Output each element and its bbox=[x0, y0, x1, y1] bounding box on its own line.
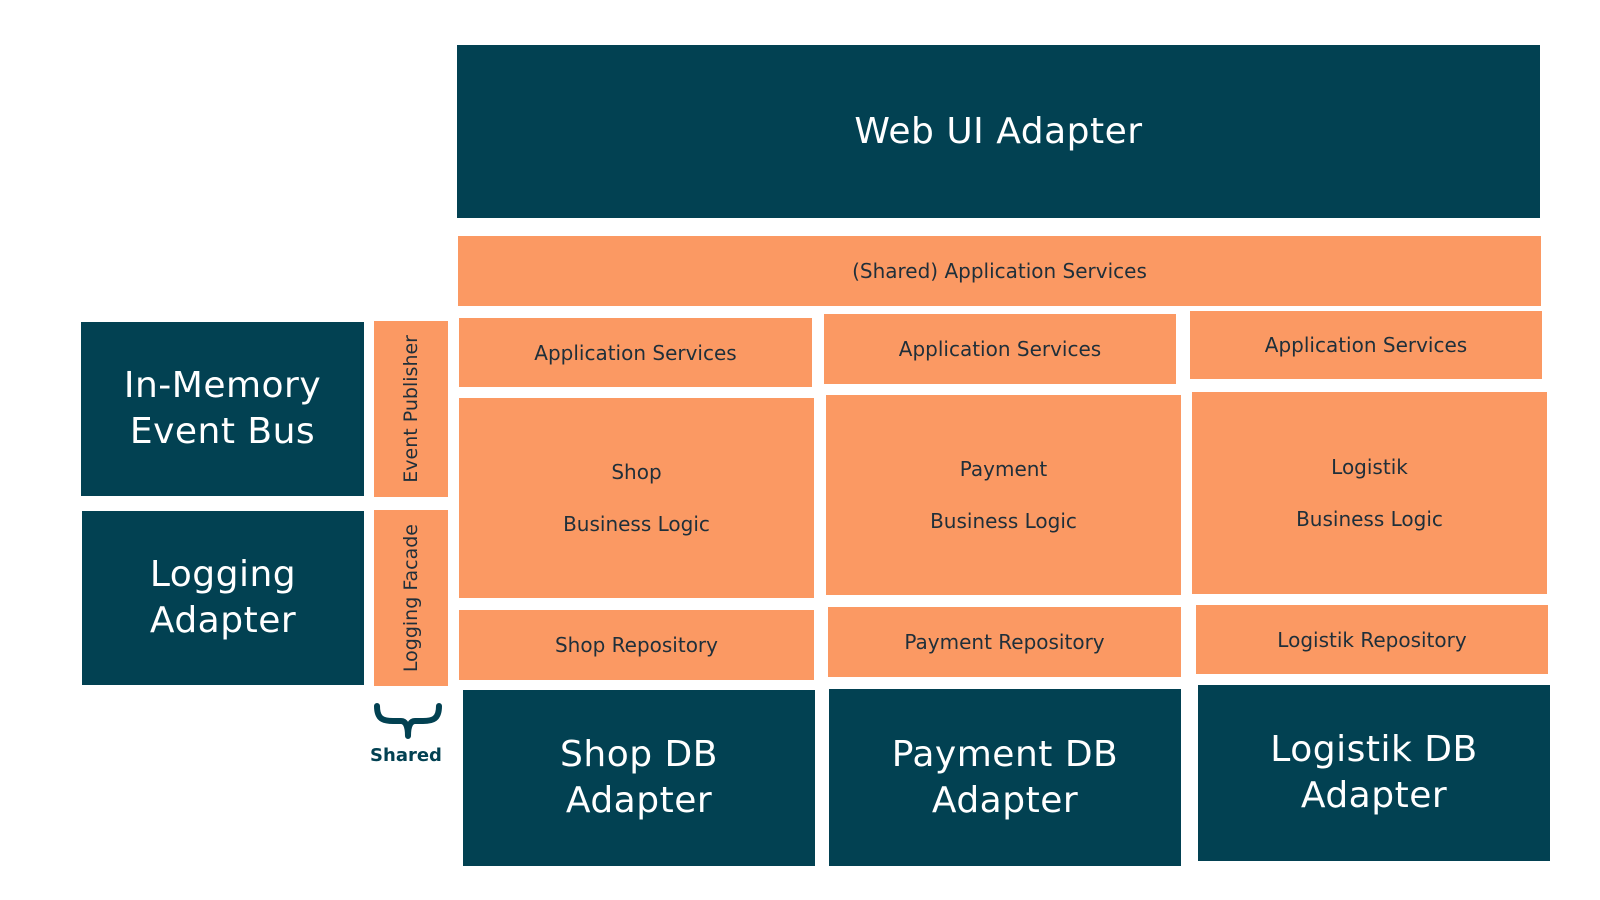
payment-application-services: Application Services bbox=[824, 314, 1176, 384]
logistik-name-label: Logistik bbox=[1331, 455, 1408, 479]
shop-db-line1: Shop DB bbox=[560, 734, 718, 775]
payment-business-logic: Payment Business Logic bbox=[826, 395, 1181, 595]
payment-business-logic-label: Business Logic bbox=[930, 509, 1077, 533]
shop-business-logic: Shop Business Logic bbox=[459, 398, 814, 598]
logging-adapter: Logging Adapter bbox=[82, 511, 364, 685]
payment-repository: Payment Repository bbox=[828, 607, 1181, 677]
shop-application-services-label: Application Services bbox=[534, 340, 737, 365]
logistik-application-services-label: Application Services bbox=[1264, 333, 1468, 357]
logistik-repository-label: Logistik Repository bbox=[1277, 627, 1467, 652]
logistik-db-line2: Adapter bbox=[1300, 775, 1448, 816]
shop-repository: Shop Repository bbox=[459, 610, 814, 680]
payment-db-adapter: Payment DB Adapter bbox=[829, 689, 1181, 866]
event-bus-line2: Event Bus bbox=[129, 411, 316, 452]
web-ui-adapter: Web UI Adapter bbox=[457, 45, 1540, 218]
logistik-repository: Logistik Repository bbox=[1196, 605, 1548, 674]
logistik-business-logic-label: Business Logic bbox=[1296, 507, 1443, 531]
in-memory-event-bus: In-Memory Event Bus bbox=[81, 322, 364, 496]
event-publisher-label: Event Publisher bbox=[400, 335, 422, 483]
payment-name-label: Payment bbox=[959, 457, 1048, 481]
shared-application-services: (Shared) Application Services bbox=[458, 236, 1541, 306]
logging-adapter-line2: Adapter bbox=[149, 600, 297, 641]
payment-application-services-label: Application Services bbox=[898, 337, 1102, 361]
logistik-business-logic: Logistik Business Logic bbox=[1192, 392, 1547, 594]
logging-facade-label: Logging Facade bbox=[400, 523, 422, 673]
logistik-db-line1: Logistik DB bbox=[1270, 729, 1478, 770]
event-bus-line1: In-Memory bbox=[123, 365, 322, 406]
curly-brace-icon bbox=[374, 703, 442, 739]
shop-application-services: Application Services bbox=[459, 318, 812, 387]
shop-repository-label: Shop Repository bbox=[554, 633, 718, 657]
shop-db-line2: Adapter bbox=[565, 780, 713, 821]
logging-adapter-line1: Logging bbox=[149, 554, 297, 595]
payment-db-line2: Adapter bbox=[931, 779, 1079, 821]
web-ui-adapter-label: Web UI Adapter bbox=[854, 110, 1143, 152]
shop-name-label: Shop bbox=[611, 460, 662, 484]
logging-facade-port: Logging Facade bbox=[374, 510, 448, 686]
payment-repository-label: Payment Repository bbox=[904, 630, 1105, 654]
logistik-db-adapter: Logistik DB Adapter bbox=[1198, 685, 1550, 861]
shop-business-logic-label: Business Logic bbox=[563, 512, 710, 536]
shared-application-services-label: (Shared) Application Services bbox=[852, 259, 1147, 283]
logistik-application-services: Application Services bbox=[1190, 311, 1542, 379]
shop-db-adapter: Shop DB Adapter bbox=[463, 690, 815, 866]
event-publisher-port: Event Publisher bbox=[374, 321, 448, 497]
payment-db-line1: Payment DB bbox=[891, 733, 1119, 775]
shared-label: Shared bbox=[370, 745, 442, 766]
